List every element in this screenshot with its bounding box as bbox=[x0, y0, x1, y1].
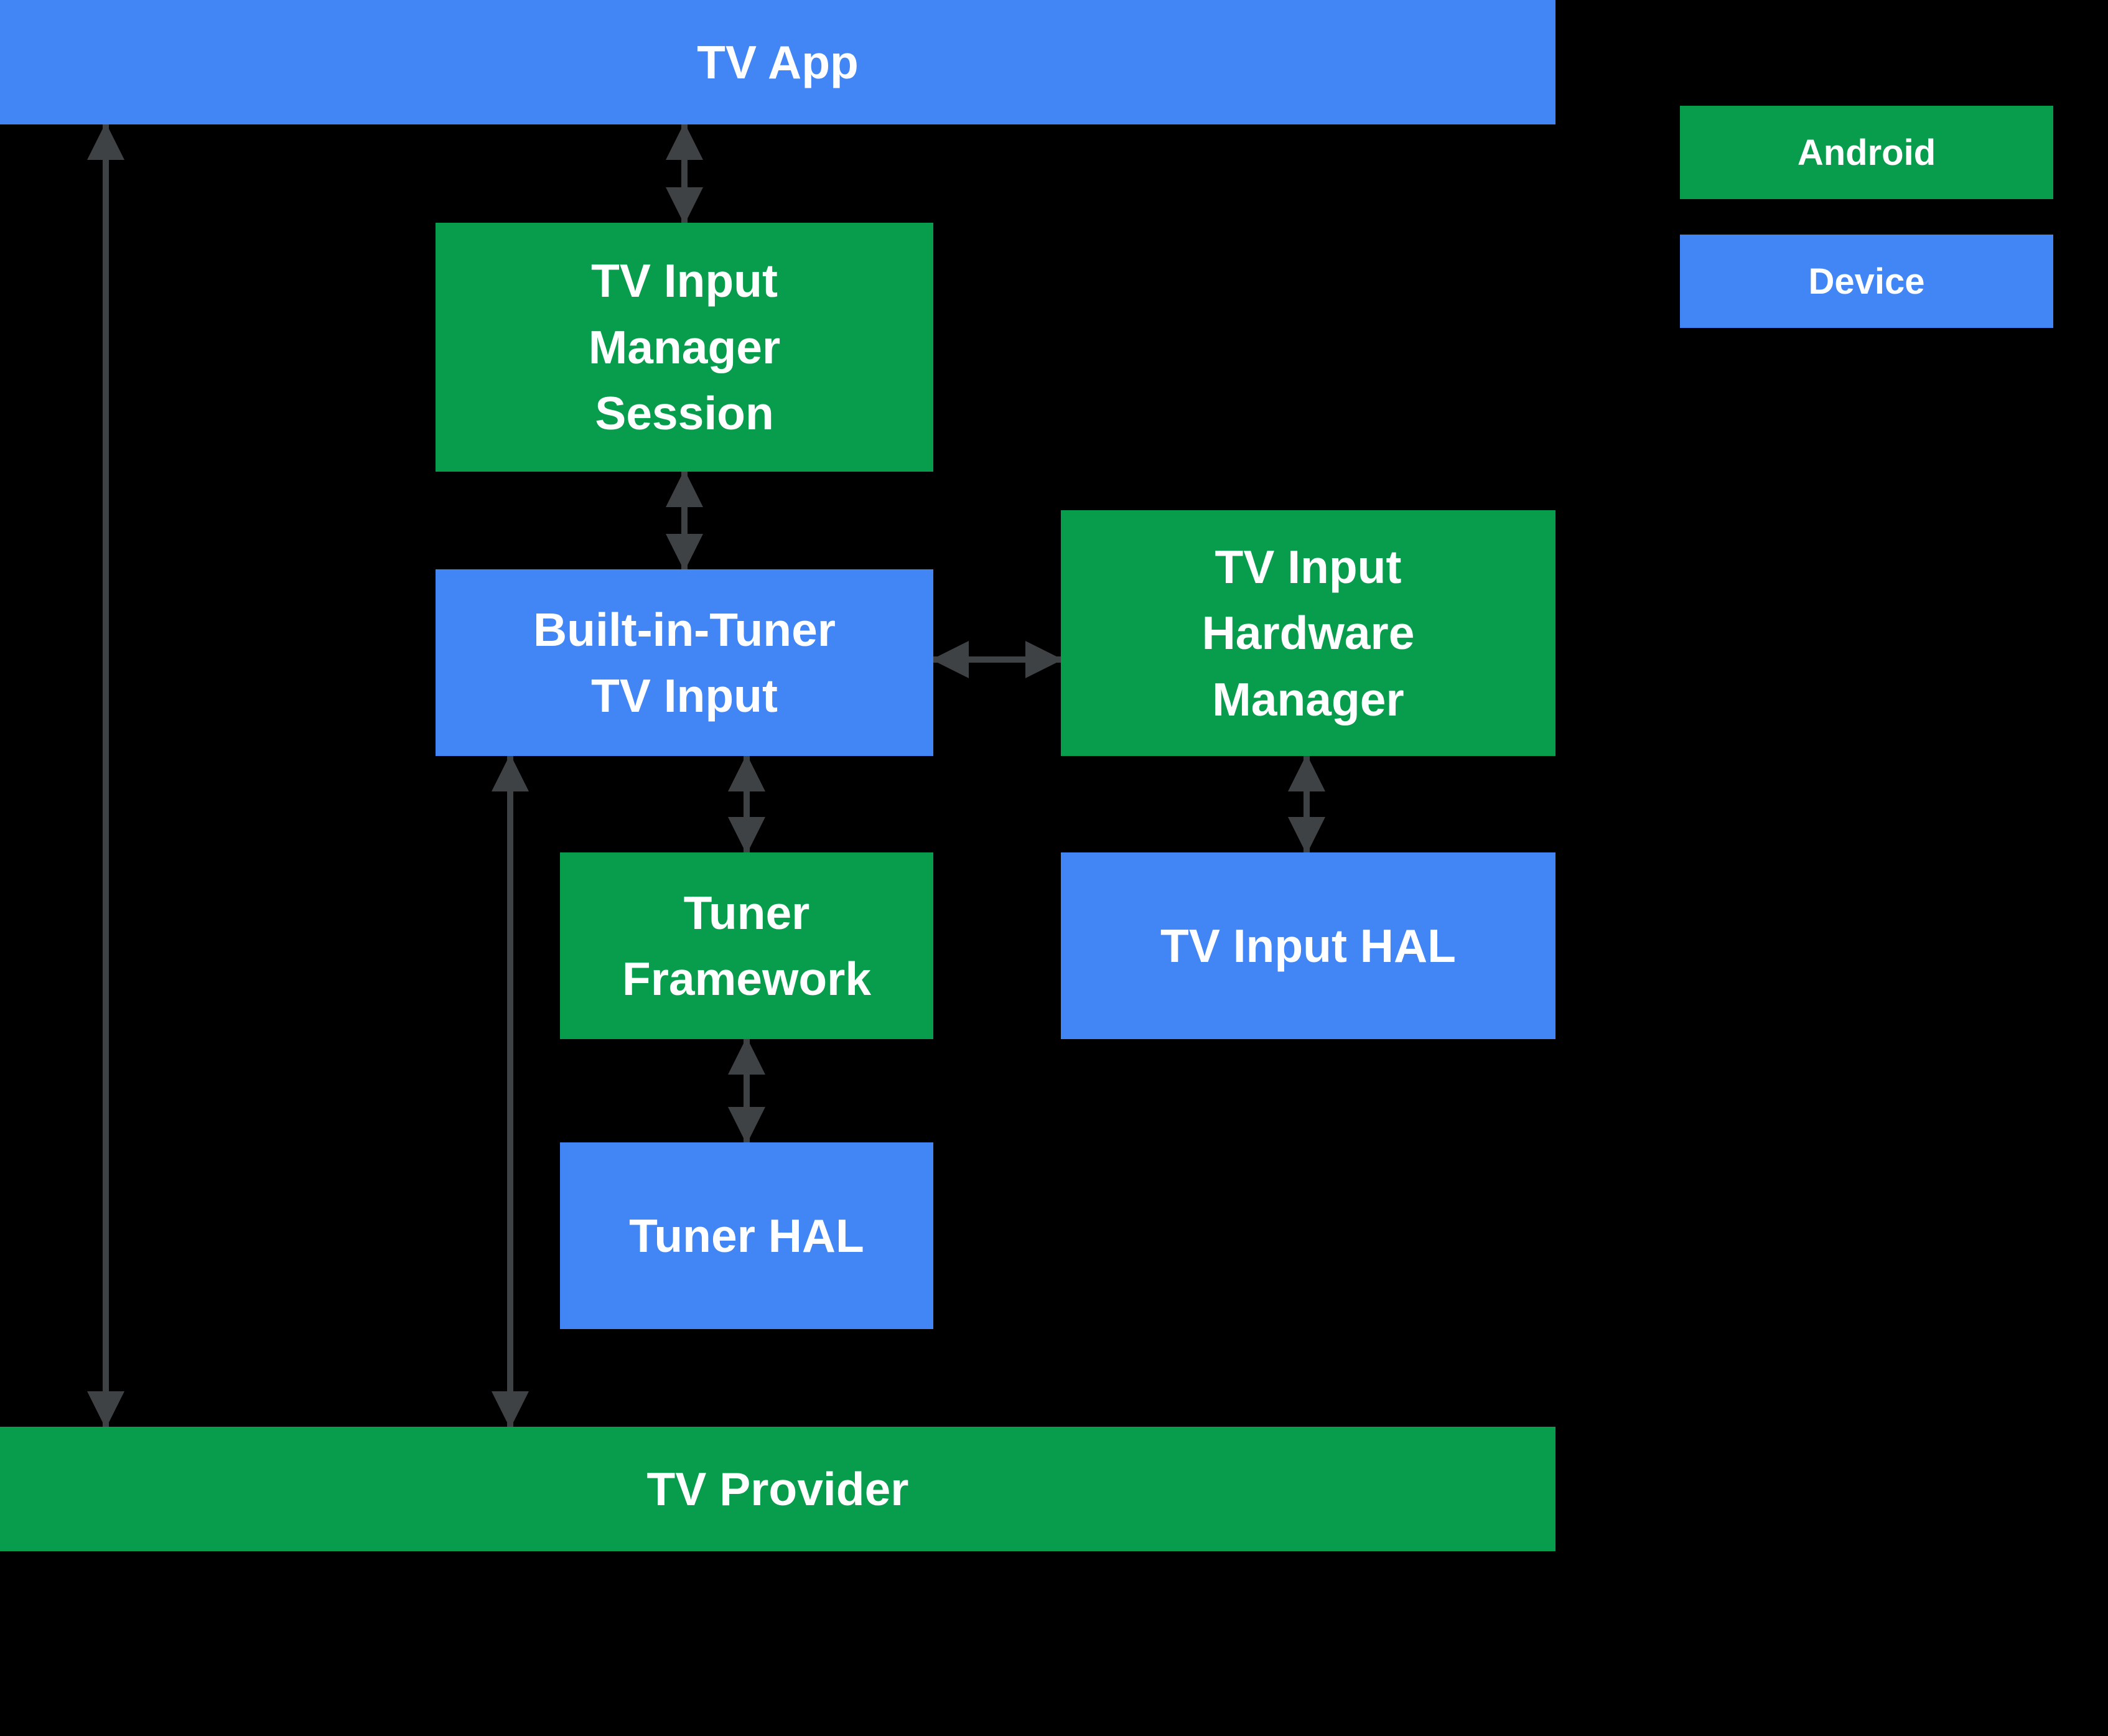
node-tv-app: TV App bbox=[0, 0, 1555, 124]
legend-android-label: Android bbox=[1797, 132, 1936, 173]
legend-device: Device bbox=[1680, 235, 2053, 328]
legend-device-label: Device bbox=[1808, 261, 1925, 302]
node-tv-provider-label: TV Provider bbox=[646, 1462, 909, 1515]
node-tv-app-label: TV App bbox=[697, 35, 859, 88]
node-tv-provider: TV Provider bbox=[0, 1427, 1555, 1551]
node-tv-input-hardware-manager: TV Input Hardware Manager bbox=[1061, 510, 1555, 756]
node-tv-input-hardware-manager-label: TV Input Hardware Manager bbox=[1201, 540, 1415, 726]
node-built-in-tuner-tv-input-label: Built-in-Tuner TV Input bbox=[533, 603, 836, 722]
node-tv-input-hal: TV Input HAL bbox=[1061, 852, 1555, 1039]
node-tuner-framework: Tuner Framework bbox=[560, 852, 933, 1039]
legend-android: Android bbox=[1680, 106, 2053, 199]
node-tuner-hal-label: Tuner HAL bbox=[629, 1209, 864, 1262]
node-tv-input-hal-label: TV Input HAL bbox=[1160, 919, 1456, 972]
node-tv-input-manager-session: TV Input Manager Session bbox=[436, 223, 933, 472]
node-tuner-framework-label: Tuner Framework bbox=[622, 886, 872, 1006]
node-built-in-tuner-tv-input: Built-in-Tuner TV Input bbox=[436, 569, 933, 756]
node-tuner-hal: Tuner HAL bbox=[560, 1142, 933, 1329]
node-tv-input-manager-session-label: TV Input Manager Session bbox=[588, 254, 781, 440]
